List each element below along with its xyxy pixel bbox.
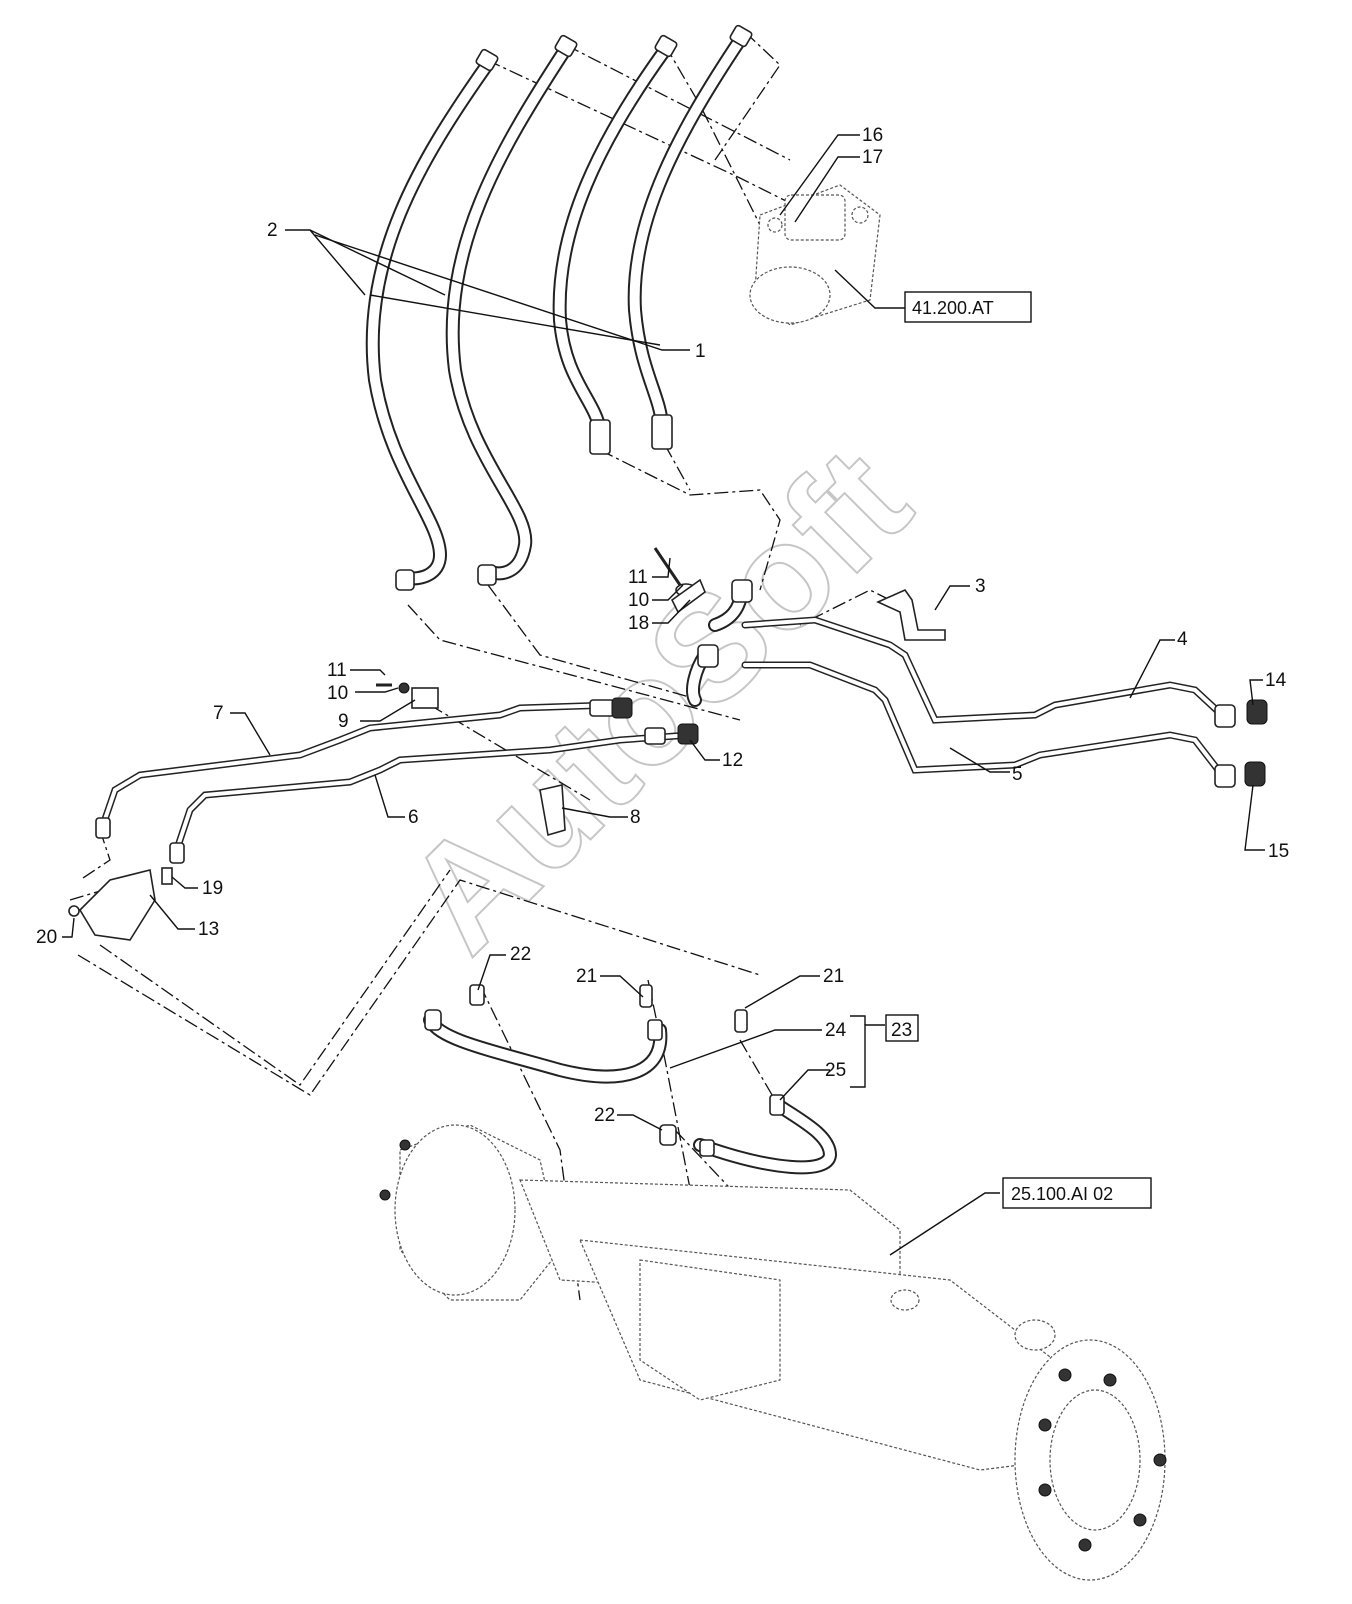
callout-19: 19: [202, 878, 223, 899]
callout-11-lower: 11: [327, 660, 347, 681]
callout-1: 1: [695, 341, 706, 362]
callout-17: 17: [862, 147, 883, 168]
callout-4: 4: [1177, 629, 1188, 650]
lower-hoses: [423, 984, 838, 1175]
callout-14: 14: [1265, 670, 1287, 691]
cap-15: [1244, 761, 1266, 787]
steering-hoses-upper: [365, 24, 753, 591]
callout-24: 24: [825, 1020, 847, 1041]
callout-7: 7: [213, 703, 224, 724]
callout-15: 15: [1268, 841, 1289, 862]
callout-5: 5: [1012, 764, 1023, 785]
callout-6: 6: [408, 807, 419, 828]
bracket-3: [876, 589, 946, 641]
callout-23-box: [885, 1014, 919, 1042]
steel-pipes-6-7: [95, 697, 699, 864]
callout-2: 2: [267, 220, 278, 241]
callout-10-upper: 10: [628, 590, 649, 611]
cap-14: [1246, 699, 1268, 725]
callout-22-lower: 22: [594, 1105, 615, 1126]
callout-9: 9: [338, 711, 349, 732]
callout-labels: 2 1 16 17 3 4 5 14 15 11 10 18 11 10 9 7…: [36, 125, 1289, 1126]
callout-25: 25: [825, 1060, 846, 1081]
front-axle-ref-box: [1002, 1177, 1152, 1209]
callout-21-left: 21: [576, 966, 597, 987]
front-axle-ref: 25.100.AI 02: [1011, 1184, 1113, 1204]
front-axle-assembly: [379, 1124, 1167, 1581]
callout-12: 12: [722, 750, 743, 771]
callout-11-upper: 11: [628, 567, 648, 588]
callout-8: 8: [630, 807, 641, 828]
callout-20: 20: [36, 927, 57, 948]
steel-pipes-4-5: [741, 616, 1236, 788]
callout-3: 3: [975, 576, 986, 597]
plate-9: [411, 687, 439, 709]
callout-16: 16: [862, 125, 883, 146]
steering-unit: [749, 184, 881, 326]
callout-21-right: 21: [823, 966, 844, 987]
callout-22-upper: 22: [510, 944, 531, 965]
steering-unit-ref: 41.200.AT: [912, 298, 994, 318]
callout-18: 18: [628, 613, 649, 634]
callout-13: 13: [198, 919, 219, 940]
watermark: AutoSoft: [374, 416, 940, 982]
callout-10-lower: 10: [327, 683, 348, 704]
callout-23: 23: [891, 1020, 912, 1041]
leader-lines: [62, 134, 1265, 1256]
short-hoses: [653, 547, 753, 707]
bracket-13: [78, 869, 156, 941]
bracket-8: [539, 784, 566, 837]
steering-unit-ref-box: [904, 291, 1032, 323]
